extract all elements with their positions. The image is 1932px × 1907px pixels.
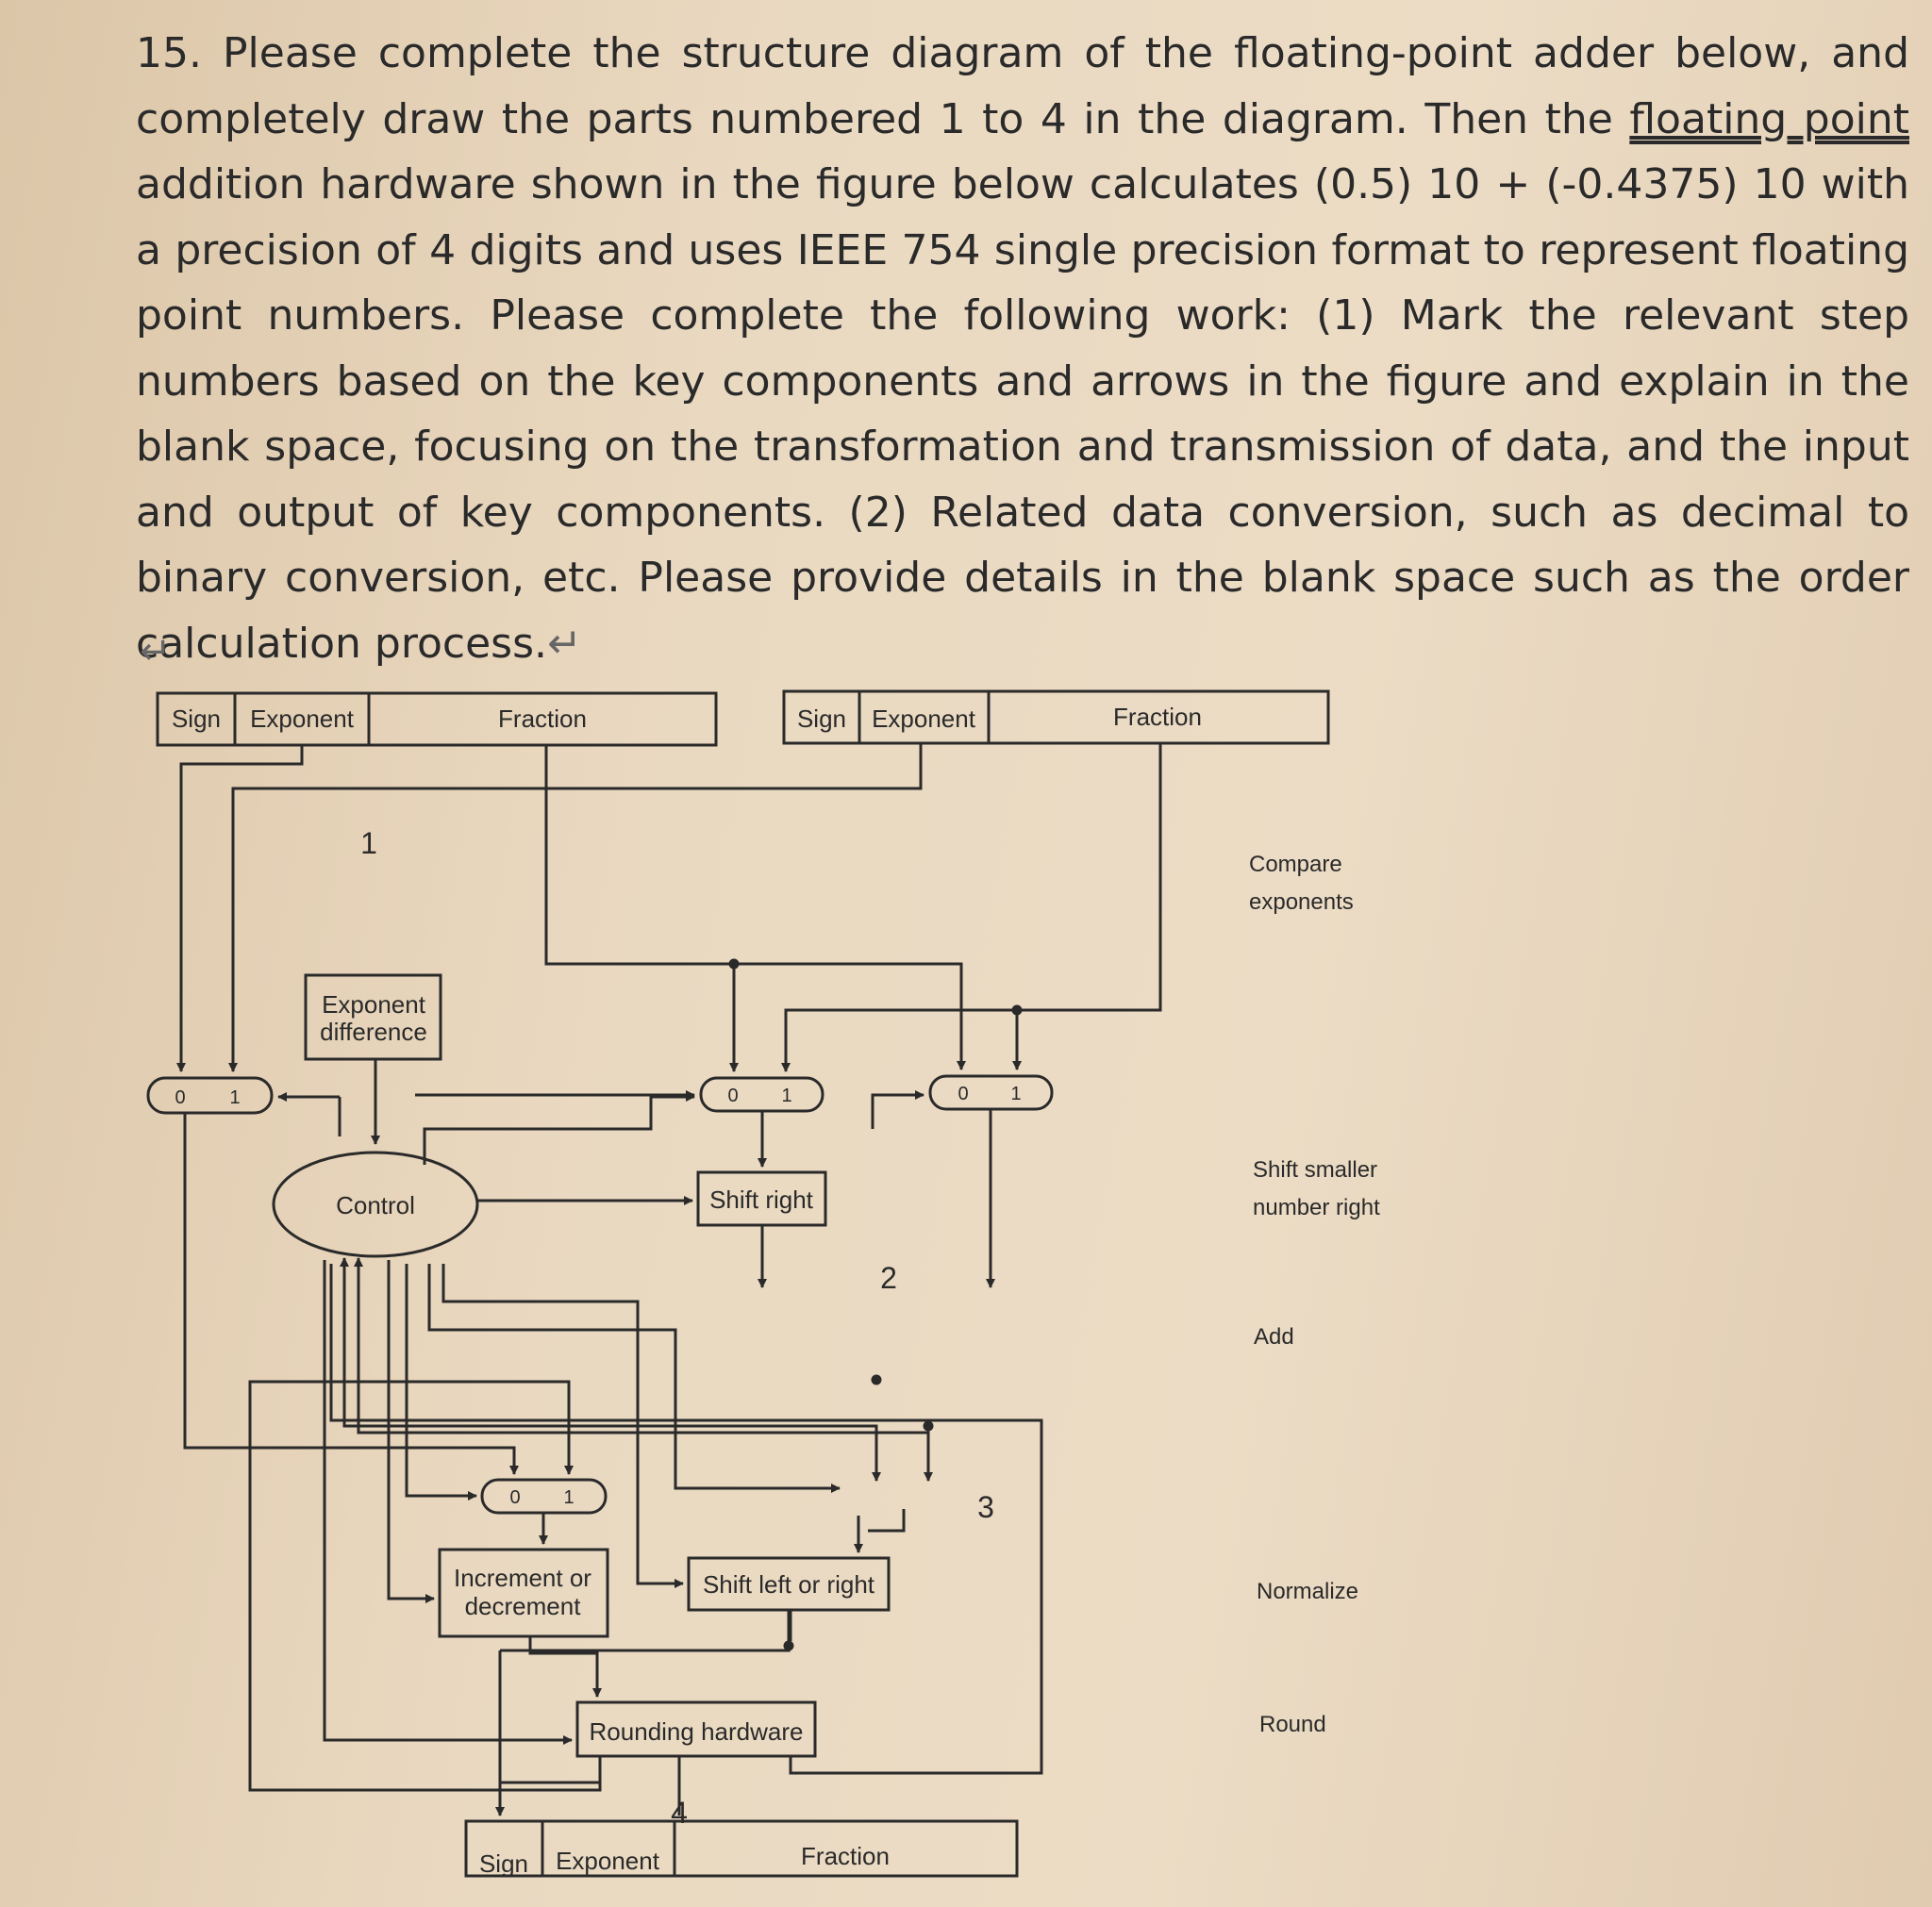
- output-exponent-label: Exponent: [556, 1847, 660, 1875]
- rounding-hardware-label: Rounding hardware: [590, 1717, 804, 1746]
- increment-decrement-line1: Increment or: [454, 1564, 591, 1592]
- output-sign-label: Sign: [479, 1849, 528, 1878]
- question-text-part2: addition hardware shown in the figure be…: [136, 160, 1909, 668]
- input-a-box: [156, 691, 718, 747]
- mux-exponent-zero: 0: [175, 1087, 185, 1108]
- step-shift-smaller-line2: number right: [1253, 1195, 1380, 1220]
- input-b-exponent-label: Exponent: [872, 705, 976, 733]
- input-b-sign-label: Sign: [797, 705, 846, 733]
- input-a-exponent-label: Exponent: [250, 705, 355, 733]
- mux-fraction-b: [928, 1074, 1054, 1111]
- control-ellipse: [272, 1151, 479, 1258]
- exponent-difference-line1: Exponent: [322, 990, 426, 1019]
- step-shift-smaller-line1: Shift smaller: [1253, 1157, 1377, 1183]
- mux-exponent: [146, 1076, 274, 1115]
- mux-normalize-zero: 0: [509, 1487, 520, 1508]
- part-number-2: 2: [880, 1261, 897, 1295]
- input-b-fraction-label: Fraction: [1113, 703, 1202, 731]
- exponent-difference-line2: difference: [320, 1018, 427, 1046]
- control-label: Control: [336, 1191, 415, 1219]
- step-normalize: Normalize: [1257, 1579, 1358, 1604]
- mux-fraction-b-one: 1: [1010, 1084, 1021, 1104]
- input-a-sign-label: Sign: [172, 705, 221, 733]
- input-a-fraction-label: Fraction: [498, 705, 587, 733]
- input-register-a: [156, 691, 718, 747]
- step-round: Round: [1259, 1712, 1326, 1737]
- question-text-part1: 15. Please complete the structure diagra…: [136, 29, 1909, 143]
- input-register-b: [782, 689, 1330, 745]
- shift-left-right-label: Shift left or right: [703, 1570, 875, 1599]
- step-compare-exponents-line1: Compare: [1249, 852, 1342, 877]
- return-mark: ↵: [140, 630, 172, 673]
- rounding-hardware-box: [575, 1700, 817, 1758]
- part-number-4: 4: [671, 1796, 688, 1830]
- mux-exponent-normalize: [480, 1478, 608, 1515]
- output-fraction-label: Fraction: [801, 1842, 890, 1870]
- paragraph-mark: ↵: [546, 619, 582, 668]
- mux-fraction-a: [699, 1076, 824, 1113]
- floating-point-link[interactable]: floating point: [1629, 94, 1909, 143]
- exponent-difference-box: [304, 973, 442, 1061]
- increment-decrement-line2: decrement: [465, 1592, 582, 1620]
- output-box: [464, 1819, 1019, 1878]
- mux-fraction-a-zero: 0: [727, 1086, 738, 1106]
- mux-normalize-one: 1: [563, 1487, 574, 1508]
- mux-fraction-b-zero: 0: [958, 1084, 968, 1104]
- shift-right-label: Shift right: [709, 1186, 814, 1214]
- step-compare-exponents-line2: exponents: [1249, 889, 1354, 915]
- part-number-1: 1: [360, 826, 377, 860]
- increment-decrement-box: [438, 1548, 609, 1638]
- mux-fraction-a-one: 1: [781, 1086, 791, 1106]
- input-b-box: [782, 689, 1330, 745]
- output-register: [464, 1819, 1019, 1878]
- step-add: Add: [1254, 1324, 1294, 1350]
- question-text: 15. Please complete the structure diagra…: [136, 21, 1909, 676]
- mux-exponent-one: 1: [229, 1087, 240, 1108]
- part-number-3: 3: [977, 1490, 994, 1524]
- wiring: [176, 743, 1162, 1816]
